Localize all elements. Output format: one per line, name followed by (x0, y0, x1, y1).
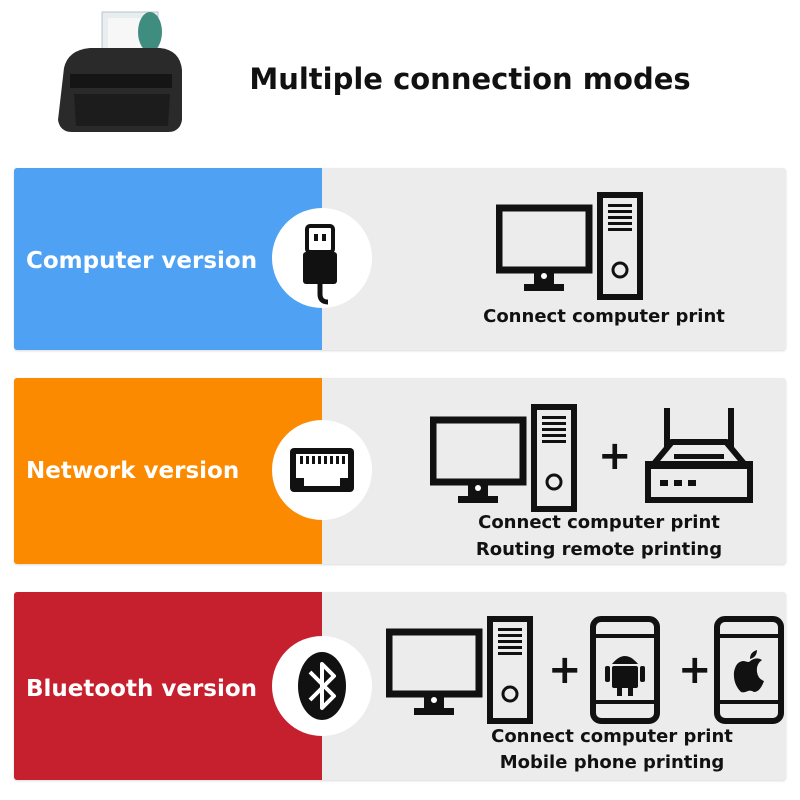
bluetooth-version-panel: Bluetooth version + + Connect comput (14, 592, 786, 780)
computer-icon (430, 404, 577, 512)
bluetooth-color-block (14, 592, 322, 780)
thermal-printer-image (58, 11, 182, 132)
page-title: Multiple connection modes (249, 62, 691, 96)
network-version-label: Network version (26, 458, 240, 484)
bluetooth-badge (272, 636, 372, 736)
bluetooth-caption-1: Connect computer print (491, 726, 733, 747)
plus-sign: + (678, 647, 712, 693)
bluetooth-icon (298, 652, 346, 720)
apple-phone-icon (714, 616, 784, 724)
plus-sign: + (548, 647, 582, 693)
computer-icon (386, 616, 533, 724)
network-color-block (14, 378, 322, 564)
network-caption-1: Connect computer print (478, 512, 720, 533)
usb-badge (272, 208, 372, 308)
computer-color-block (14, 168, 322, 350)
computer-caption-1: Connect computer print (483, 306, 725, 327)
android-phone-icon (590, 616, 660, 724)
ethernet-icon (290, 448, 354, 492)
computer-icon (496, 192, 643, 300)
computer-version-panel: Computer version Connect computer print (14, 168, 786, 350)
usb-icon (303, 224, 337, 305)
network-version-panel: Network version + (14, 378, 786, 564)
network-caption-2: Routing remote printing (475, 539, 723, 560)
bluetooth-version-label: Bluetooth version (26, 676, 258, 702)
computer-version-label: Computer version (26, 248, 258, 274)
bluetooth-caption-2: Mobile phone printing (499, 752, 725, 773)
router-icon (645, 408, 753, 503)
ethernet-badge (272, 420, 372, 520)
header: Multiple connection modes (0, 0, 800, 160)
plus-sign: + (598, 433, 632, 479)
